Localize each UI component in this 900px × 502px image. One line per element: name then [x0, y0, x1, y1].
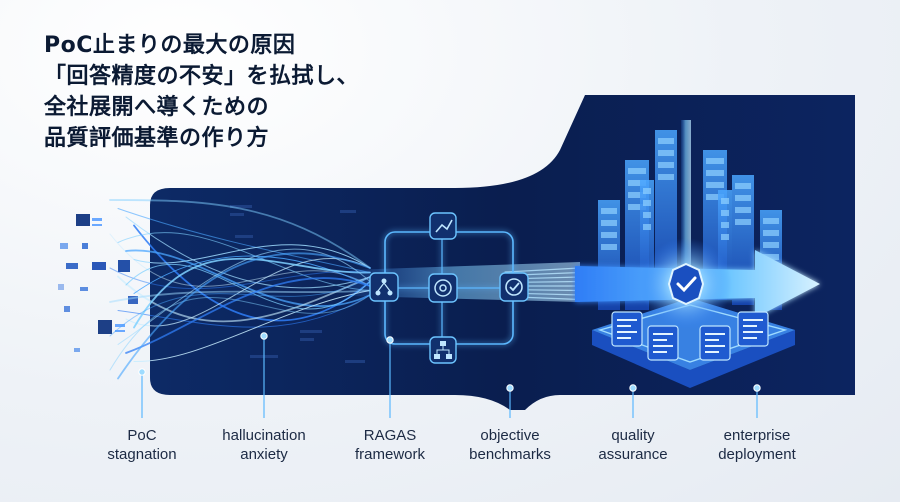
tower-panel: [628, 180, 646, 186]
flow-line: [133, 255, 371, 294]
chart-icon: [429, 212, 457, 240]
tower-panel: [658, 174, 674, 180]
title-line-1: PoC止まりの最大の原因: [44, 33, 296, 58]
tower-panel: [706, 170, 724, 176]
flow-line: [125, 257, 371, 327]
document-line: [743, 319, 763, 321]
tower-panel: [735, 219, 751, 225]
document-line: [653, 339, 667, 341]
tower-panel: [601, 208, 617, 214]
tower-panel: [721, 210, 729, 216]
tower-panel: [763, 254, 779, 260]
flow-line: [133, 257, 371, 329]
flow-line: [117, 294, 371, 328]
connector-dot: [260, 332, 268, 340]
flow-line: [109, 294, 371, 371]
document-cards: [611, 311, 769, 361]
tower-panel: [643, 212, 651, 218]
tower-panel: [628, 204, 646, 210]
flow-line: [117, 208, 371, 273]
scattered-data-blocks: [58, 214, 138, 352]
tower-panel: [643, 224, 651, 230]
flow-line: [125, 249, 371, 307]
tower-panel: [628, 192, 646, 198]
tower-panel: [721, 198, 729, 204]
flow-line: [133, 290, 371, 363]
tower-panel: [658, 150, 674, 156]
network-node-icon: [369, 272, 399, 302]
tower-panel: [658, 162, 674, 168]
openai-swirl-icon: [428, 273, 458, 303]
connector-dot: [629, 384, 637, 392]
document-line: [705, 333, 725, 335]
document-card: [647, 325, 679, 361]
document-line: [705, 339, 719, 341]
flow-line: [125, 263, 371, 310]
flow-line: [125, 277, 371, 354]
tower-panel: [601, 220, 617, 226]
document-line: [617, 337, 631, 339]
document-card: [737, 311, 769, 347]
document-line: [705, 351, 719, 353]
tower-panel: [643, 188, 651, 194]
document-line: [743, 325, 757, 327]
document-line: [617, 331, 637, 333]
vertical-beam: [681, 120, 691, 295]
tower-panel: [721, 234, 729, 240]
document-line: [617, 319, 637, 321]
tower-panel: [721, 222, 729, 228]
connector-dot: [386, 336, 394, 344]
tower-panel: [735, 207, 751, 213]
document-line: [743, 337, 757, 339]
tangled-data-streams: [109, 199, 581, 380]
tower-panel: [735, 195, 751, 201]
document-line: [653, 333, 673, 335]
hierarchy-icon: [429, 336, 457, 364]
tower-panel: [706, 158, 724, 164]
tower-panel: [735, 183, 751, 189]
document-line: [617, 325, 631, 327]
document-line: [653, 351, 667, 353]
page-title: PoC止まりの最大の原因 「回答精度の不安」を払拭し、 全社展開へ導くための 品…: [44, 30, 359, 154]
tower-panel: [763, 242, 779, 248]
document-line: [653, 345, 673, 347]
tower-panel: [628, 168, 646, 174]
tower-panel: [706, 182, 724, 188]
flow-line: [109, 233, 371, 287]
title-line-4: 品質評価基準の作り方: [44, 126, 270, 151]
label-connectors: [138, 332, 761, 418]
document-card: [699, 325, 731, 361]
flow-line: [109, 276, 371, 337]
flow-line: [133, 244, 371, 269]
tower-panel: [601, 232, 617, 238]
tower-panel: [763, 218, 779, 224]
connector-dot: [138, 368, 146, 376]
flow-line: [109, 199, 371, 269]
shield-check-icon: [667, 262, 705, 306]
title-line-2: 「回答精度の不安」を払拭し、: [44, 64, 360, 89]
tower-panel: [706, 194, 724, 200]
title-line-3: 全社展開へ導くための: [44, 95, 270, 120]
connector-dot: [506, 384, 514, 392]
tower-panel: [601, 244, 617, 250]
flow-line: [117, 252, 371, 380]
document-line: [705, 345, 725, 347]
target-check-icon: [499, 272, 529, 302]
tower-panel: [763, 230, 779, 236]
connector-dot: [753, 384, 761, 392]
tower-panel: [643, 200, 651, 206]
document-card: [611, 311, 643, 347]
document-line: [743, 331, 763, 333]
tower-panel: [658, 138, 674, 144]
